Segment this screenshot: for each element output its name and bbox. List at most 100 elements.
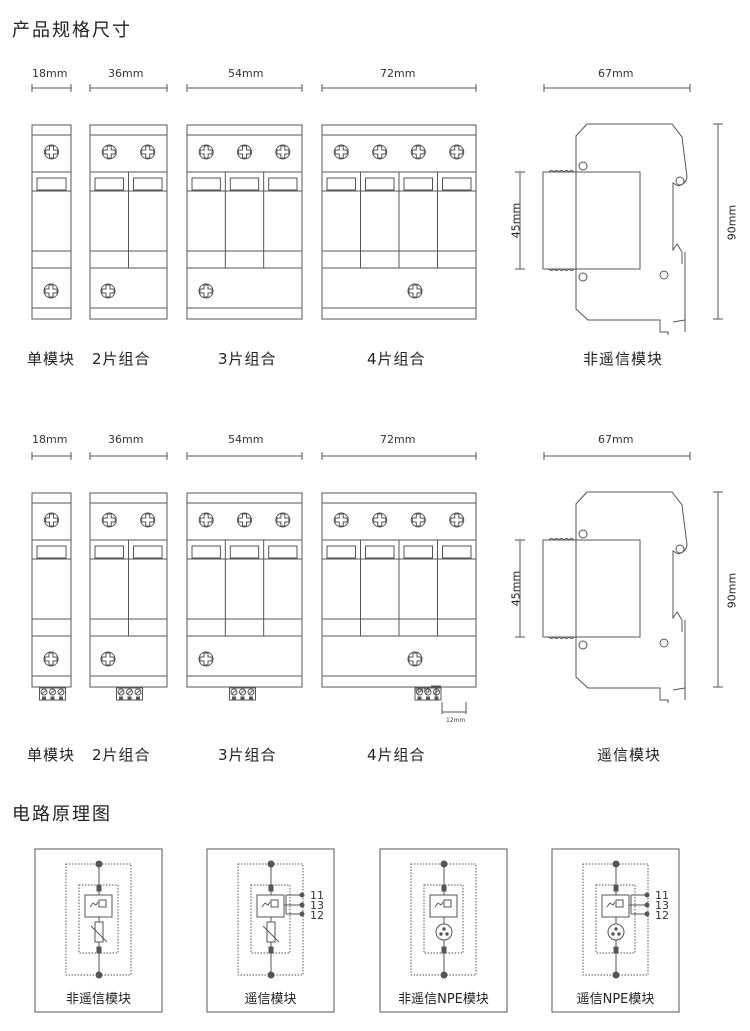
terminal-screw <box>424 688 432 696</box>
grip <box>563 636 570 639</box>
gas-dot <box>439 932 443 936</box>
screw-head <box>275 144 291 160</box>
screw-icon <box>237 144 252 160</box>
terminal-screw <box>134 688 142 696</box>
contact-dot <box>299 892 305 898</box>
screw-icon <box>449 512 465 528</box>
terminal-dot <box>440 860 448 868</box>
screw-slot <box>408 284 422 298</box>
terminal-width-label: 12mm <box>446 717 466 724</box>
terminal-screw <box>49 688 56 696</box>
gas-dot <box>614 927 618 931</box>
grip <box>568 268 575 271</box>
section-title-circuit: 电路原理图 <box>12 804 112 825</box>
indicator-window <box>191 177 221 191</box>
screw-slot <box>101 284 115 298</box>
module-body <box>321 124 477 320</box>
screw-icon <box>410 144 426 160</box>
rivet <box>578 161 588 171</box>
screw-head <box>410 512 426 528</box>
terminal-screw <box>247 688 255 696</box>
terminal-11: 11 <box>310 889 324 902</box>
screw-head <box>43 651 59 667</box>
terminal-dot <box>95 860 103 868</box>
line <box>49 689 56 695</box>
terminal-pin <box>136 696 140 700</box>
screw-icon <box>198 283 214 299</box>
screw-head <box>237 512 252 528</box>
switch-symbol <box>606 901 616 908</box>
screw-slot <box>101 652 115 666</box>
module-1-pole <box>31 124 72 320</box>
thermal-element <box>615 899 624 908</box>
contact-dot <box>644 902 650 908</box>
terminal-block <box>116 687 143 701</box>
terminal-height-label: 8mm <box>414 687 430 694</box>
switch-symbol <box>89 901 99 908</box>
terminal-screw <box>239 688 246 696</box>
height-label-90: 90mm <box>725 572 739 609</box>
circuit-label-1: 非遥信模块 <box>65 992 131 1007</box>
rivet <box>675 544 685 554</box>
screw-icon <box>407 651 423 667</box>
side-module-block <box>542 171 641 270</box>
side-outline <box>575 123 688 335</box>
screw-icon <box>407 283 423 299</box>
screw-head <box>275 512 291 528</box>
screw-head <box>198 283 214 299</box>
terminal-screw <box>40 688 48 696</box>
thermal-element <box>98 899 107 908</box>
screw-slot <box>238 145 251 159</box>
height-label-45: 45mm <box>509 570 523 607</box>
varistor <box>94 921 104 943</box>
module-body <box>89 492 168 688</box>
module-body <box>89 124 168 320</box>
screw-icon <box>43 283 59 299</box>
screw-head <box>372 512 388 528</box>
screw-slot <box>45 145 58 159</box>
screw-head <box>407 283 423 299</box>
screw-head <box>410 144 426 160</box>
screw-head <box>449 144 465 160</box>
grip <box>568 636 575 639</box>
circuit-frame <box>379 848 508 1013</box>
module-3-pole <box>186 124 303 320</box>
screw-head <box>44 512 59 528</box>
grip <box>548 636 555 639</box>
screw-icon <box>44 144 59 160</box>
label-3pole: 3片组合 <box>218 350 277 368</box>
screw-slot <box>373 145 387 159</box>
screw-head <box>43 283 59 299</box>
terminal-13: 13 <box>310 899 324 912</box>
circuit-frame <box>206 848 335 1013</box>
indicator-window <box>133 177 163 191</box>
indicator-window <box>191 545 221 559</box>
screw-slot <box>450 145 464 159</box>
width-label-2pole: 36mm <box>108 67 144 80</box>
terminal-screw <box>117 688 125 696</box>
gas-discharge-tube <box>607 923 625 941</box>
screw-head <box>372 144 388 160</box>
varistor <box>266 921 276 943</box>
screw-slot <box>238 513 251 527</box>
gas-discharge-tube <box>435 923 453 941</box>
screw-slot <box>334 145 348 159</box>
gas-dot <box>445 932 449 936</box>
screw-icon <box>372 144 388 160</box>
screw-head <box>198 144 214 160</box>
remote-terminal-block <box>39 687 66 701</box>
label-4pole: 4片组合 <box>367 350 426 368</box>
screw-head <box>198 651 214 667</box>
indicator-window <box>36 545 67 559</box>
screw-icon <box>101 144 117 160</box>
screw-slot <box>334 513 348 527</box>
dimension-lines <box>31 84 691 92</box>
side-view <box>515 491 723 703</box>
screw-icon <box>275 512 291 528</box>
screw-icon <box>140 144 156 160</box>
width-label-single: 18mm <box>32 67 68 80</box>
module-body <box>321 492 477 688</box>
screw-icon <box>449 144 465 160</box>
module-2-pole <box>89 124 168 320</box>
circuit-frame <box>551 848 680 1013</box>
